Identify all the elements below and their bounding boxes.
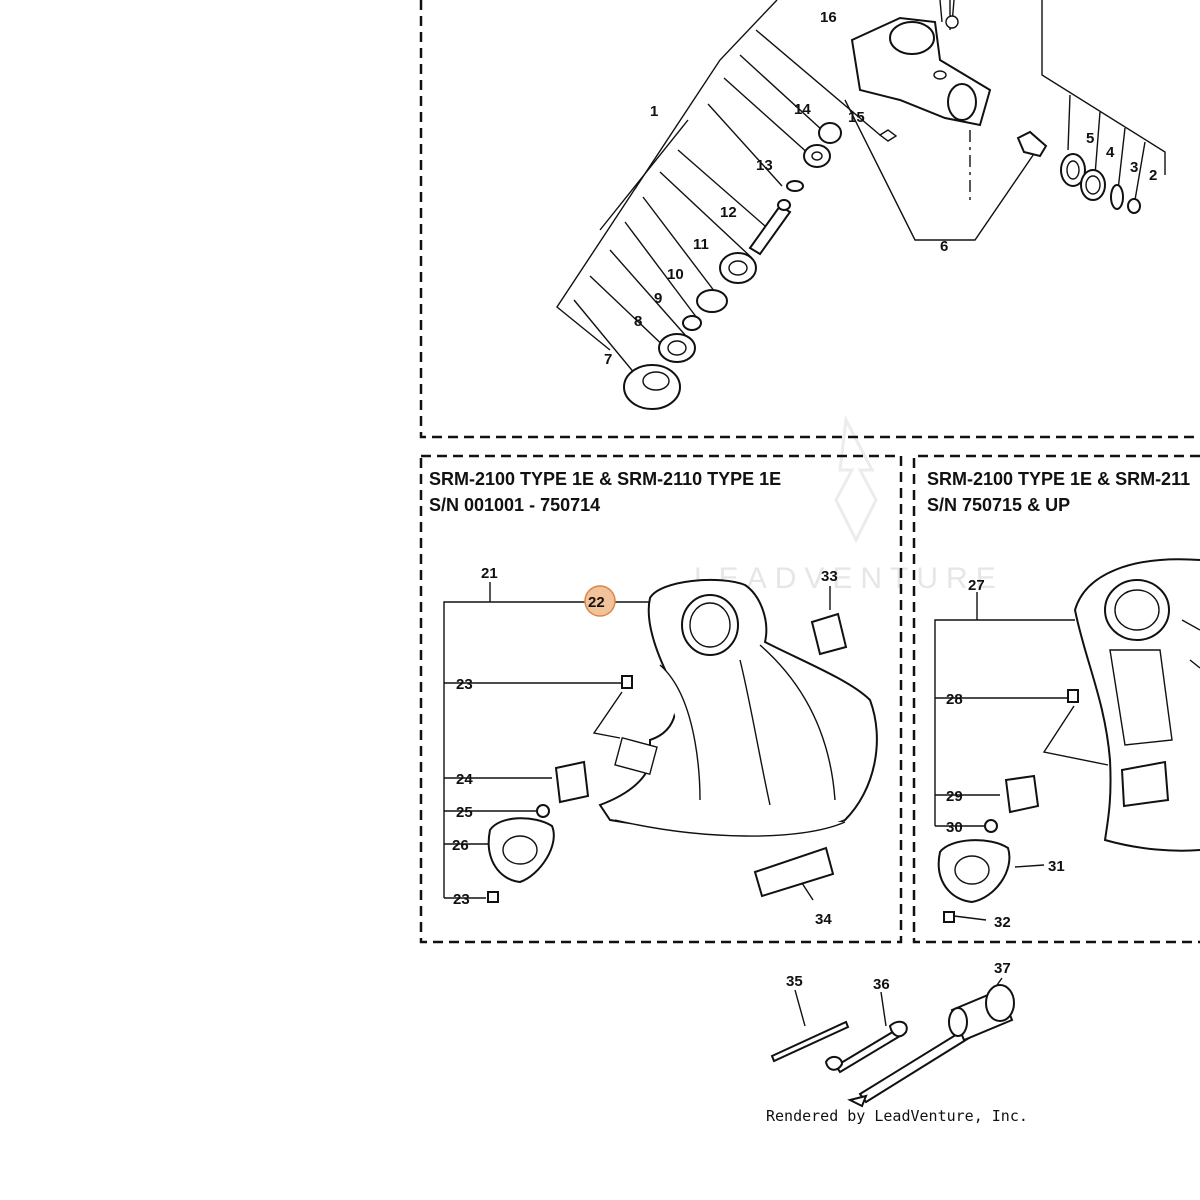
frame-left-panel — [419, 454, 903, 944]
callout-30[interactable]: 30 — [946, 819, 963, 836]
callout-23[interactable]: 23 — [456, 676, 473, 693]
callout-21[interactable]: 21 — [481, 565, 498, 582]
callout-26[interactable]: 26 — [452, 837, 469, 854]
callout-22-highlight[interactable]: 22 — [584, 585, 616, 617]
callout-5[interactable]: 5 — [1086, 130, 1094, 147]
left-panel: SRM-2100 TYPE 1E & SRM-2110 TYPE 1E S/N … — [429, 469, 878, 928]
callout-12[interactable]: 12 — [720, 204, 737, 221]
callout-33[interactable]: 33 — [821, 568, 838, 585]
callout-1[interactable]: 1 — [650, 103, 658, 120]
frame-right-panel — [912, 454, 1200, 944]
left-panel-title-line1: SRM-2100 TYPE 1E & SRM-2110 TYPE 1E — [429, 469, 781, 489]
callout-16[interactable]: 16 — [820, 9, 837, 26]
callout-7[interactable]: 7 — [604, 351, 612, 368]
callout-11[interactable]: 11 — [693, 236, 709, 253]
callout-35[interactable]: 35 — [786, 973, 803, 990]
top-callouts: 16 14 15 1 13 12 11 10 9 8 7 6 5 4 3 2 — [604, 9, 1157, 368]
callout-31[interactable]: 31 — [1048, 858, 1065, 875]
frame-top — [419, 0, 1200, 439]
callout-29[interactable]: 29 — [946, 788, 963, 805]
callout-9[interactable]: 9 — [654, 290, 662, 307]
callout-13[interactable]: 13 — [756, 157, 773, 174]
callout-28[interactable]: 28 — [946, 691, 963, 708]
right-panel-title-line1: SRM-2100 TYPE 1E & SRM-211 — [927, 469, 1190, 489]
callout-24[interactable]: 24 — [456, 771, 473, 788]
callout-6[interactable]: 6 — [940, 238, 948, 255]
callout-3[interactable]: 3 — [1130, 159, 1138, 176]
top-assembly — [556, 0, 1166, 410]
right-panel: SRM-2100 TYPE 1E & SRM-211 S/N 750715 & … — [927, 469, 1200, 931]
highlight-circle — [584, 585, 616, 617]
callout-25[interactable]: 25 — [456, 804, 473, 821]
callout-27[interactable]: 27 — [968, 577, 985, 594]
callout-10[interactable]: 10 — [667, 266, 684, 283]
callout-36[interactable]: 36 — [873, 976, 890, 993]
callout-37[interactable]: 37 — [994, 960, 1011, 977]
left-panel-title-line2: S/N 001001 - 750714 — [429, 495, 600, 515]
callout-15[interactable]: 15 — [848, 109, 865, 126]
callout-2[interactable]: 2 — [1149, 167, 1157, 184]
right-panel-title-line2: S/N 750715 & UP — [927, 495, 1070, 515]
callout-14[interactable]: 14 — [794, 101, 811, 118]
tools: 35 36 37 — [770, 960, 1015, 1108]
callout-8[interactable]: 8 — [634, 313, 642, 330]
callout-4[interactable]: 4 — [1106, 144, 1115, 161]
footer-credit: Rendered by LeadVenture, Inc. — [766, 1107, 1028, 1125]
callout-34[interactable]: 34 — [815, 911, 832, 928]
callout-22[interactable]: 22 — [588, 594, 605, 611]
callout-32[interactable]: 32 — [994, 914, 1011, 931]
callout-23-bottom[interactable]: 23 — [453, 891, 470, 908]
